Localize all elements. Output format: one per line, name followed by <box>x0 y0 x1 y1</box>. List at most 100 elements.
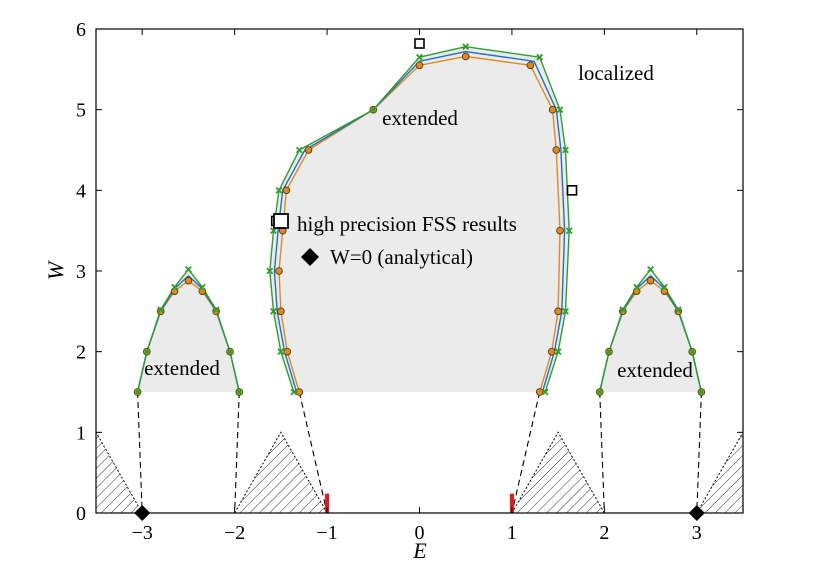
dashed-line <box>511 391 541 513</box>
y-tick-label: 3 <box>76 261 86 283</box>
data-point <box>295 146 303 154</box>
data-point <box>157 306 165 314</box>
fss-point <box>566 185 578 196</box>
data-point <box>277 348 285 356</box>
y-tick-label: 4 <box>76 180 86 202</box>
data-point <box>235 388 243 396</box>
y-tick-label: 2 <box>76 342 86 364</box>
region-label-extended-right: extended <box>617 358 693 382</box>
data-point <box>674 307 683 316</box>
data-point <box>548 105 557 114</box>
data-point <box>277 307 285 316</box>
data-point <box>156 307 165 316</box>
legend-label-fss: high precision FSS results <box>297 212 517 236</box>
data-point <box>556 226 564 235</box>
data-point <box>184 265 192 273</box>
data-point <box>619 306 627 314</box>
data-point <box>646 276 655 285</box>
series-markers <box>133 43 706 396</box>
data-point <box>596 388 604 396</box>
data-point <box>266 267 274 275</box>
data-point <box>212 307 220 316</box>
x-tick-label: 0 <box>415 522 425 544</box>
data-point <box>290 388 298 396</box>
y-axis-title: W <box>43 260 68 280</box>
region-labels: localized extended extended extended <box>144 61 693 382</box>
data-point <box>134 388 142 396</box>
data-point <box>633 283 641 291</box>
shaded-regions <box>137 46 702 392</box>
x-axis-title: E <box>412 538 427 563</box>
x-tick-label: 2 <box>599 522 609 544</box>
data-point <box>270 307 277 315</box>
data-point <box>283 347 292 356</box>
shaded-region-center <box>269 46 570 392</box>
data-point <box>674 306 682 314</box>
data-point <box>171 283 179 291</box>
data-point <box>536 53 544 61</box>
data-point <box>462 43 470 51</box>
series-line <box>273 50 566 393</box>
x-tick-label: 3 <box>692 522 702 544</box>
shaded-region-left <box>137 269 240 392</box>
region-label-extended-left: extended <box>144 356 220 380</box>
data-point <box>565 227 573 235</box>
data-point <box>416 53 423 61</box>
x-tick-label: −2 <box>224 522 245 544</box>
dashed-connectors <box>137 391 702 513</box>
y-tick-label: 1 <box>76 422 86 444</box>
dashed-line <box>234 391 240 513</box>
data-point <box>275 267 283 275</box>
x-tick-label: 1 <box>507 522 517 544</box>
hatched-region <box>696 431 743 513</box>
region-label-extended-center: extended <box>382 106 458 130</box>
data-point <box>226 348 234 356</box>
data-point <box>304 146 313 154</box>
data-point <box>562 307 569 315</box>
hatched-region <box>234 431 328 513</box>
dashed-line <box>137 391 143 513</box>
x-tick-label: −3 <box>132 522 153 544</box>
hatched-regions <box>96 431 743 513</box>
shaded-region-right <box>599 269 702 392</box>
data-point <box>552 146 561 154</box>
x-tick-label: −1 <box>316 522 337 544</box>
data-point <box>554 307 562 316</box>
dashed-line <box>696 391 702 513</box>
hatched-region <box>511 431 605 513</box>
data-point <box>562 146 569 154</box>
data-point <box>556 106 564 114</box>
data-point <box>647 265 655 273</box>
legend: high precision FSS results W=0 (analytic… <box>273 212 517 269</box>
data-point <box>369 106 377 114</box>
y-tick-label: 5 <box>76 100 86 122</box>
dashed-line <box>298 391 328 513</box>
data-point <box>143 348 151 356</box>
data-point <box>198 283 206 291</box>
hatched-region <box>96 431 143 513</box>
axis-ticks: −3 −2 −1 0 1 2 3 0 1 2 3 4 5 6 <box>76 19 743 544</box>
data-point <box>461 52 470 61</box>
data-point <box>541 388 549 396</box>
data-point <box>688 348 696 356</box>
y-tick-label: 0 <box>76 503 86 525</box>
legend-square-icon <box>273 213 289 229</box>
data-point <box>212 306 220 314</box>
data-point <box>660 283 668 291</box>
data-point <box>415 61 424 70</box>
data-point <box>184 276 193 285</box>
y-tick-label: 6 <box>76 19 86 41</box>
legend-diamond-icon <box>301 248 319 266</box>
dashed-line <box>599 391 605 513</box>
data-point <box>697 388 705 396</box>
data-point <box>295 388 304 396</box>
data-point <box>535 388 544 396</box>
data-point <box>282 186 291 195</box>
region-label-localized: localized <box>578 61 654 85</box>
data-point <box>554 348 562 356</box>
data-point <box>526 61 535 70</box>
data-point <box>619 307 627 316</box>
data-point <box>275 186 283 194</box>
legend-label-analytical: W=0 (analytical) <box>330 245 473 269</box>
